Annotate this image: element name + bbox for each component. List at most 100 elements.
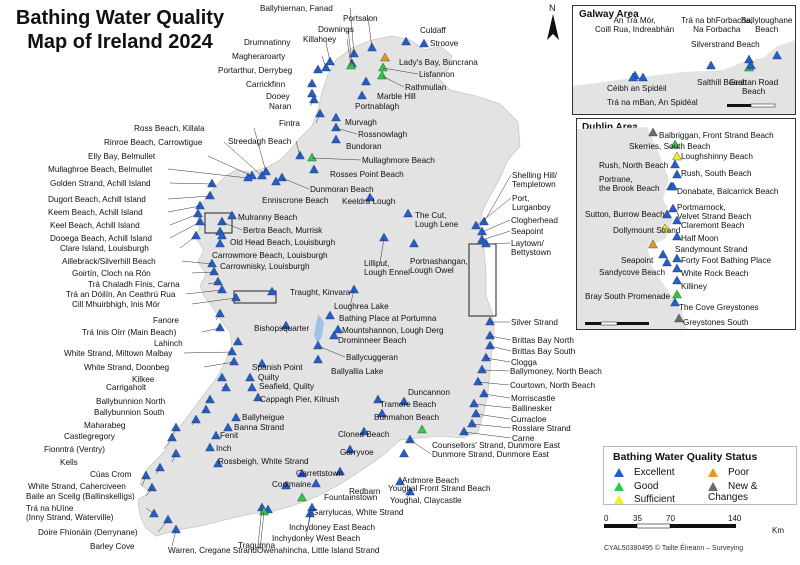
leader-line <box>317 345 346 358</box>
leader-line <box>335 127 358 135</box>
site-marker <box>307 502 317 512</box>
dublin-marker <box>648 239 658 249</box>
leader-line <box>477 381 510 386</box>
site-marker <box>479 216 489 226</box>
site-marker <box>267 286 277 296</box>
site-marker <box>217 284 227 294</box>
site-marker <box>297 492 307 502</box>
galway-label: Silverstrand Beach <box>691 40 760 49</box>
place-label: Elly Bay, Belmullet <box>88 152 156 161</box>
leader-line <box>233 341 239 344</box>
scale-tick: 70 <box>666 514 675 523</box>
place-label: The Cut,Lough Lene <box>415 211 459 229</box>
site-marker <box>357 90 367 100</box>
site-marker <box>215 308 225 318</box>
place-label: Carrickfinn <box>246 80 286 89</box>
place-label: Old Head Beach, Louisburgh <box>230 238 336 247</box>
leader-line <box>169 213 199 226</box>
place-label: Brittas Bay North <box>512 336 574 345</box>
site-marker <box>321 62 331 72</box>
place-label: Dunmore Strand, Dunmore East <box>432 450 549 459</box>
site-marker <box>253 392 263 402</box>
place-label: Lilliput,Lough Ennel <box>364 259 410 277</box>
leader-line <box>145 487 153 497</box>
site-marker <box>171 422 181 432</box>
place-label: Trá Chaladh Fínis, Carna <box>88 280 180 289</box>
site-marker <box>217 372 227 382</box>
place-label: Killahoey <box>303 35 337 44</box>
site-marker <box>331 122 341 132</box>
place-label: Kilkee <box>132 375 155 384</box>
place-label: Trá Inis Oírr (Main Beach) <box>82 328 177 337</box>
site-marker <box>471 408 481 418</box>
site-marker <box>309 94 319 104</box>
place-label: Ballybunnion South <box>94 408 165 417</box>
site-marker <box>215 322 225 332</box>
leader-line <box>155 467 161 475</box>
site-marker <box>247 382 257 392</box>
leader-line <box>379 237 385 264</box>
dublin-marker <box>668 203 678 213</box>
leader-line <box>167 205 201 213</box>
dublin-coast <box>577 127 687 329</box>
place-label: Quilty <box>258 373 279 382</box>
site-marker <box>243 172 253 182</box>
north-label: N <box>549 3 556 13</box>
site-marker <box>307 152 317 162</box>
leader-line <box>171 453 177 463</box>
site-marker <box>191 414 201 424</box>
place-label: Port,Lurganboy <box>512 194 551 212</box>
dublin-inset: Dublin Area Balbriggan, Front Strand Bea… <box>576 118 796 330</box>
place-label: Trá na hUíne(Inny Strand, Waterville) <box>26 504 114 522</box>
site-marker <box>149 508 159 518</box>
place-label: Courtown, North Beach <box>510 381 596 390</box>
site-marker <box>349 284 359 294</box>
place-label: Downings <box>318 25 354 34</box>
place-label: Ballyallia Lake <box>331 367 384 376</box>
leader-line <box>167 168 249 179</box>
place-label: Stroove <box>430 39 459 48</box>
place-label: Warren, Cregane Strand <box>168 546 257 555</box>
leader-line <box>207 155 253 177</box>
place-label: Morriscastle <box>511 394 556 403</box>
credit-text: CYAL50380495 © Tailte Éireann – Surveyin… <box>604 545 744 552</box>
site-marker <box>281 480 291 490</box>
galway-marker <box>744 54 754 64</box>
leader-line <box>141 475 147 487</box>
dublin-marker <box>672 169 682 179</box>
scale-tick: 140 <box>728 514 742 523</box>
site-marker <box>211 430 221 440</box>
galway-inset: Galway Area Trá na bhForbacha,Na Forbach… <box>572 5 796 115</box>
place-label: Streedagh Beach <box>228 137 292 146</box>
site-marker <box>171 524 181 534</box>
site-marker <box>361 76 371 86</box>
site-marker <box>395 476 405 486</box>
site-marker <box>205 394 215 404</box>
legend-title: Bathing Water Quality Status <box>613 451 758 463</box>
leader-line <box>485 357 511 363</box>
place-label: Bertra Beach, Murrisk <box>243 226 323 235</box>
site-marker <box>325 310 335 320</box>
place-label: Laytown/Bettystown <box>511 239 552 257</box>
place-label: Coolmaine <box>272 480 312 489</box>
place-label: Dunmoran Beach <box>310 185 374 194</box>
leader-line <box>381 75 405 88</box>
dublin-marker <box>662 257 672 267</box>
site-marker <box>313 354 323 364</box>
place-label: White Strand, Miltown Malbay <box>64 349 173 358</box>
site-marker <box>481 352 491 362</box>
site-marker <box>378 62 388 72</box>
leader-line <box>485 242 511 245</box>
place-label: Redbarn <box>349 487 381 496</box>
place-label: Portarthur, Derrybeg <box>218 66 293 75</box>
leader-line <box>347 28 353 65</box>
dublin-marker <box>674 313 684 323</box>
site-marker <box>417 424 427 434</box>
place-label: Dooega Beach, Achill Island <box>50 234 152 243</box>
dublin-label: Rush, North Beach <box>599 161 669 170</box>
site-marker <box>191 230 201 240</box>
site-marker <box>459 426 469 436</box>
leader-line <box>463 431 512 439</box>
